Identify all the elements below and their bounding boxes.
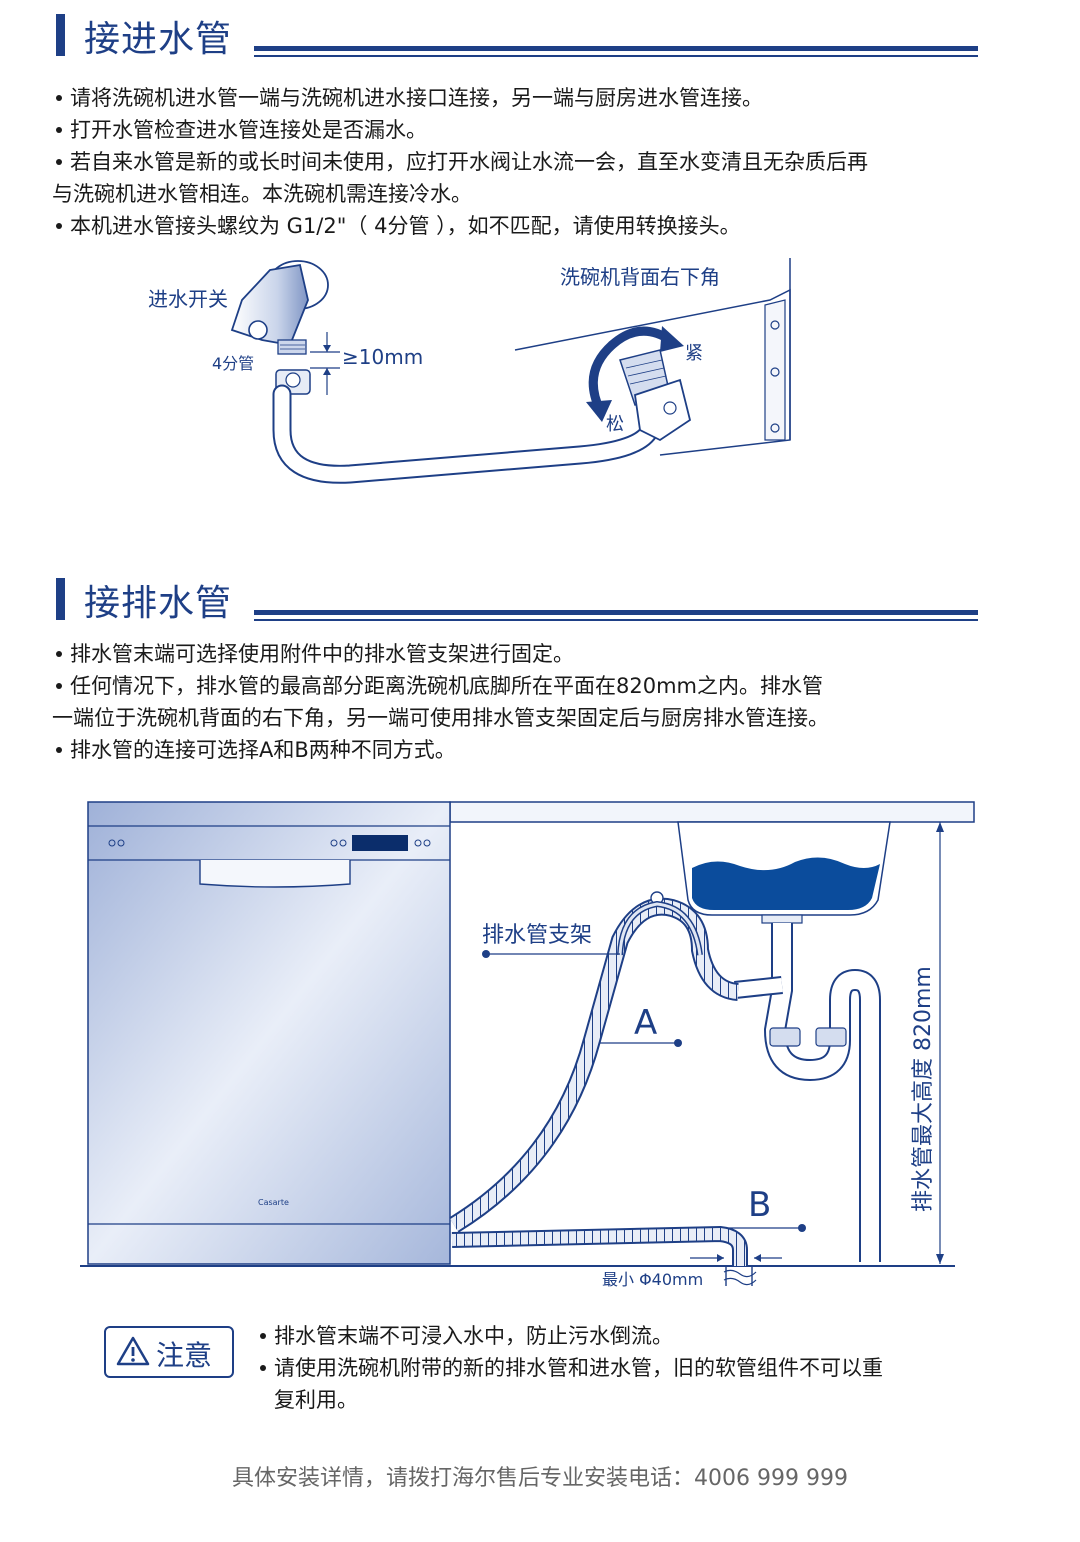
section-header-inlet: 接进水管	[52, 14, 978, 66]
option-b-label: B	[748, 1185, 771, 1225]
section-header-drain: 接排水管	[52, 578, 978, 630]
bracket-label: 排水管支架	[482, 923, 592, 948]
inlet-fitting	[619, 349, 692, 442]
notice-label: 注意	[156, 1339, 213, 1372]
list-item: 本机进水管接头螺纹为 G1/2"（ 4分管 ），如不匹配，请使用转换接头。	[52, 210, 1002, 242]
brand-logo: Casarte	[258, 1198, 289, 1207]
list-item-continued: 复利用。	[274, 1388, 358, 1412]
valve-label: 进水开关	[148, 287, 228, 311]
section-marker	[56, 578, 65, 620]
section-marker	[56, 14, 65, 56]
corner-label: 洗碗机背面右下角	[560, 265, 720, 289]
list-item-continued: 一端位于洗碗机背面的右下角，另一端可使用排水管支架固定后与厨房排水管连接。	[52, 706, 829, 730]
list-item: 请将洗碗机进水管一端与洗碗机进水接口连接，另一端与厨房进水管连接。	[52, 82, 1002, 114]
dishwasher: Casarte	[87, 801, 451, 1265]
inlet-diagram: 进水开关 4分管 ≥10mm 洗碗机背面右下角 紧 松	[148, 258, 791, 484]
loosen-label: 松	[606, 414, 624, 435]
list-item: 任何情况下，排水管的最高部分距离洗碗机底脚所在平面在820mm之内。排水管	[52, 670, 1002, 702]
min-diameter-label: 最小 Φ40mm	[602, 1270, 703, 1289]
header-rule-thin	[254, 55, 978, 57]
inlet-bullets: 请将洗碗机进水管一端与洗碗机进水接口连接，另一端与厨房进水管连接。 打开水管检查…	[52, 82, 1002, 242]
section-title-drain: 接排水管	[84, 583, 233, 624]
header-rule	[254, 46, 978, 51]
water-valve	[230, 260, 329, 355]
gap-label: ≥10mm	[342, 345, 423, 369]
notice-badge: 注意	[104, 1326, 234, 1378]
tighten-label: 紧	[685, 343, 703, 364]
list-item: 排水管末端可选择使用附件中的排水管支架进行固定。	[52, 638, 1002, 670]
list-item: 排水管末端不可浸入水中，防止污水倒流。	[256, 1320, 996, 1352]
header-rule-thin	[254, 619, 978, 621]
drain-diagram: Casarte 排水管最大高度 820mm 排水管支架 A B 最小 Φ40mm	[80, 801, 975, 1289]
drain-bullets: 排水管末端可选择使用附件中的排水管支架进行固定。 任何情况下，排水管的最高部分距…	[52, 638, 1002, 766]
list-item-continued: 与洗碗机进水管相连。本洗碗机需连接冷水。	[52, 182, 472, 206]
list-item: 请使用洗碗机附带的新的排水管和进水管，旧的软管组件不可以重	[256, 1352, 996, 1384]
countertop	[449, 801, 975, 823]
header-rule	[254, 610, 978, 615]
sink-water	[692, 857, 880, 910]
section-title-inlet: 接进水管	[84, 19, 233, 60]
max-height-label: 排水管最大高度 820mm	[911, 966, 936, 1212]
list-item: 打开水管检查进水管连接处是否漏水。	[52, 114, 1002, 146]
list-item: 排水管的连接可选择A和B两种不同方式。	[52, 734, 1002, 766]
service-hotline: 具体安装详情，请拨打海尔售后专业安装电话：4006 999 999	[232, 1466, 848, 1491]
notice-list: 排水管末端不可浸入水中，防止污水倒流。 请使用洗碗机附带的新的排水管和进水管，旧…	[256, 1320, 996, 1416]
thread-label: 4分管	[212, 354, 254, 373]
list-item: 若自来水管是新的或长时间未使用，应打开水阀让水流一会，直至水变清且无杂质后再	[52, 146, 1002, 178]
warning-icon	[116, 1336, 150, 1366]
drain-hose-bracket	[617, 891, 703, 956]
option-a-label: A	[634, 1003, 657, 1043]
